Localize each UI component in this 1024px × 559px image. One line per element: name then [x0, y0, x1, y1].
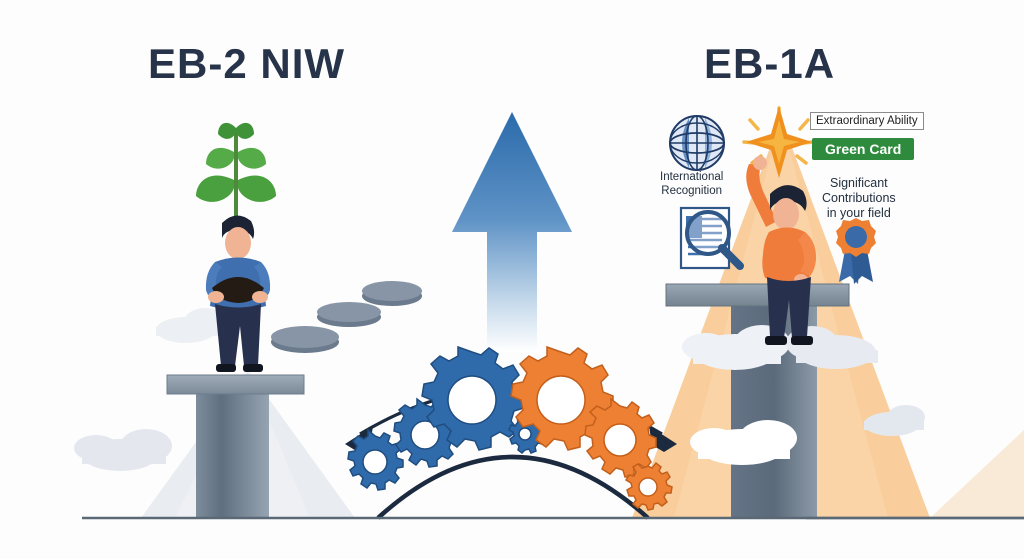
left-pedestal — [166, 374, 305, 518]
page-title-eb2-niw: EB-2 NIW — [148, 40, 345, 87]
gear-cluster-orange — [510, 345, 673, 511]
label-line: Recognition — [661, 185, 723, 197]
up-arrow-icon — [452, 112, 572, 352]
gear-orange-small — [624, 461, 673, 511]
label-line: Significant — [829, 176, 888, 190]
plant-seedling-icon — [196, 122, 276, 260]
pants — [215, 304, 261, 366]
arm-raised — [746, 164, 777, 227]
stepping-stone — [271, 326, 339, 353]
hand-left — [208, 291, 224, 303]
document-magnifier-icon — [679, 206, 744, 270]
gear-blue-small-left — [347, 428, 404, 491]
label-line: Contributions — [822, 191, 896, 205]
stepping-stone — [317, 302, 381, 327]
label-international-recognition: International Recognition — [660, 170, 723, 198]
label-extraordinary-ability: Extraordinary Ability — [810, 112, 924, 130]
bridge-arc — [376, 454, 650, 520]
badge-green-card: Green Card — [812, 138, 915, 160]
right-hill — [930, 430, 1024, 518]
soil — [212, 277, 264, 303]
shoe-right-right-figure — [791, 336, 813, 345]
pants-right — [767, 277, 811, 338]
shoe-right — [243, 364, 263, 372]
hand-raised — [753, 156, 767, 170]
gear-orange-large — [510, 345, 614, 451]
stepping-stone — [362, 281, 422, 306]
right-clouds — [682, 325, 925, 465]
stepping-stones-icon — [271, 281, 422, 353]
page-title-eb1a: EB-1A — [704, 40, 836, 87]
left-clouds — [74, 429, 172, 471]
globe-icon — [669, 115, 725, 171]
gear-orange-medium — [584, 397, 657, 478]
head-right — [773, 198, 799, 230]
gear-cluster-blue — [347, 345, 545, 491]
hand-right — [252, 291, 268, 303]
shoe-left-right-figure — [765, 336, 787, 345]
label-line: in your field — [826, 206, 891, 220]
arm-right-down — [798, 232, 817, 276]
person-holding-plant — [196, 122, 276, 372]
gear-blue-large — [421, 345, 525, 451]
hair-right — [770, 185, 807, 211]
left-cloud-upper — [156, 308, 226, 343]
award-ribbon-icon — [836, 218, 876, 284]
shoe-left — [216, 364, 236, 372]
label-significant-contributions: Significant Contributions in your field — [822, 176, 896, 221]
label-line: International — [660, 171, 724, 183]
head — [225, 227, 251, 259]
